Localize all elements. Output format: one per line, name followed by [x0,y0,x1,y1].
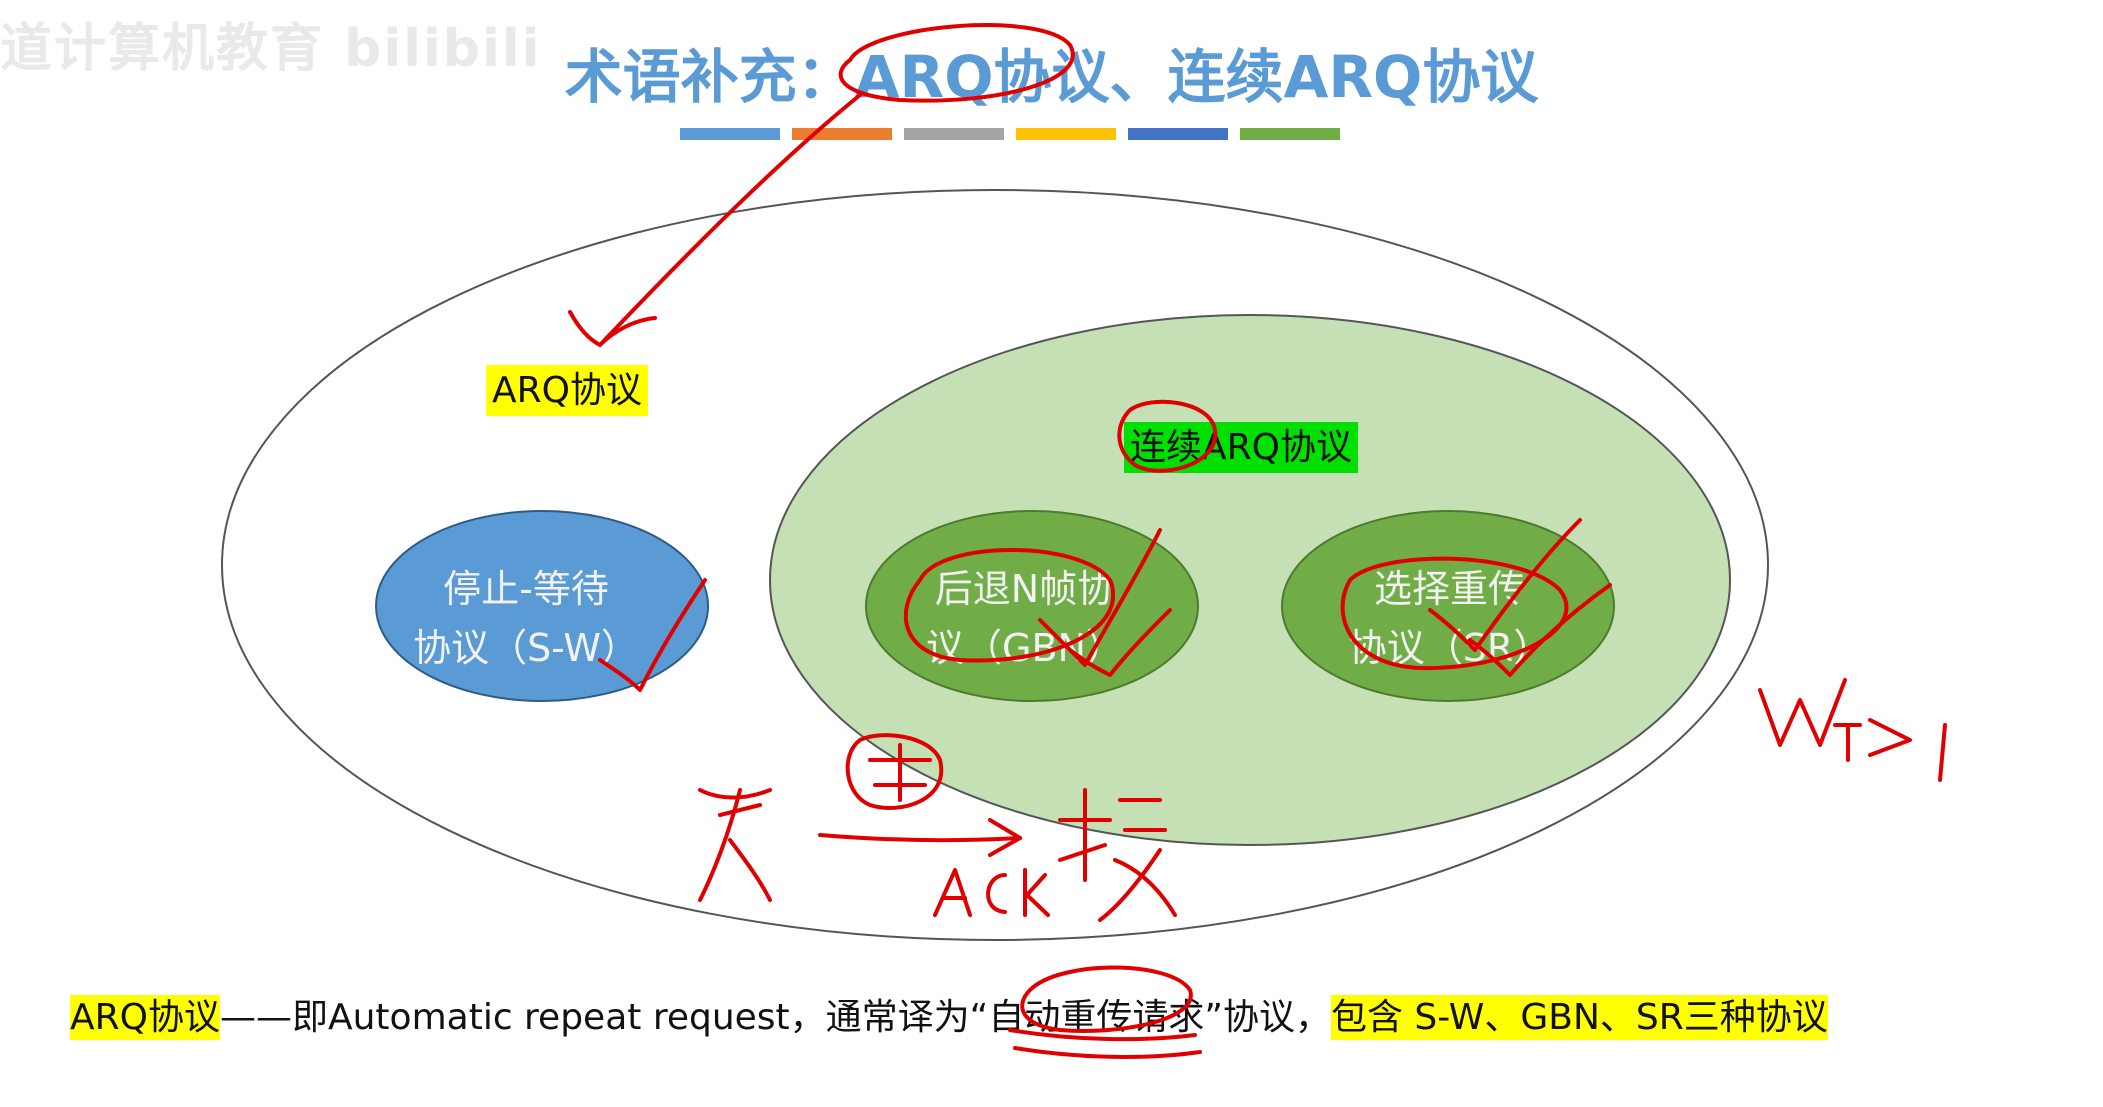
gbn-circle [903,548,1115,663]
sr-protocol-text: 选择重传 协议（SR） [1300,560,1600,678]
gbn-line1: 后退N帧协 [934,567,1116,611]
handwritten-data-char [868,743,932,802]
sw-line1: 停止-等待 [443,567,609,611]
continuous-arq-label: 连续ARQ协议 [1124,422,1358,474]
handwritten-underline-2 [1013,1046,1202,1059]
handwritten-underline-circle [1020,965,1193,1033]
handwritten-wt [1758,678,1862,762]
handwritten-arrow-head [988,818,1022,857]
handwritten-ack [933,868,1050,917]
color-bar [904,128,1004,140]
sr-line1: 选择重传 [1373,567,1526,611]
sr-checkmark [1428,518,1582,652]
sw-protocol-text: 停止-等待 协议（S-W） [376,560,676,678]
gbn-checkmark [1038,528,1162,667]
arq-protocol-label: ARQ协议 [486,365,648,417]
definition-term: ARQ协议 [70,995,220,1040]
color-bar-row [680,128,1340,140]
continuous-arq-ellipse [769,314,1731,846]
color-bar [1240,128,1340,140]
arrow-head [568,310,657,347]
definition-line: ARQ协议——即Automatic repeat request，通常译为“自动… [70,995,1828,1042]
handwritten-one [1938,723,1947,782]
color-bar [680,128,780,140]
handwritten-fa [698,788,772,902]
handwritten-arrow-line [818,833,1022,843]
handwritten-greater [1868,718,1912,757]
definition-body: ——即Automatic repeat request，通常译为“自动重传请求”… [219,997,1331,1038]
handwritten-underline-1 [1008,1028,1197,1042]
definition-highlight: 包含 S-W、GBN、SR三种协议 [1330,995,1828,1040]
watermark: 道计算机教育 bilibili [0,19,542,79]
arrow-to-arq-label [598,93,862,347]
sw-ellipse [375,510,709,702]
sr-checkmark-2 [1468,583,1612,677]
handwritten-jie [1058,788,1177,922]
gbn-checkmark-2 [1068,608,1172,677]
handwritten-data-circle [845,733,944,810]
color-bar [1016,128,1116,140]
continuous-circle [1117,399,1218,473]
color-bar [1128,128,1228,140]
title-arq-circle [838,23,1075,103]
sw-checkmark [598,578,707,692]
